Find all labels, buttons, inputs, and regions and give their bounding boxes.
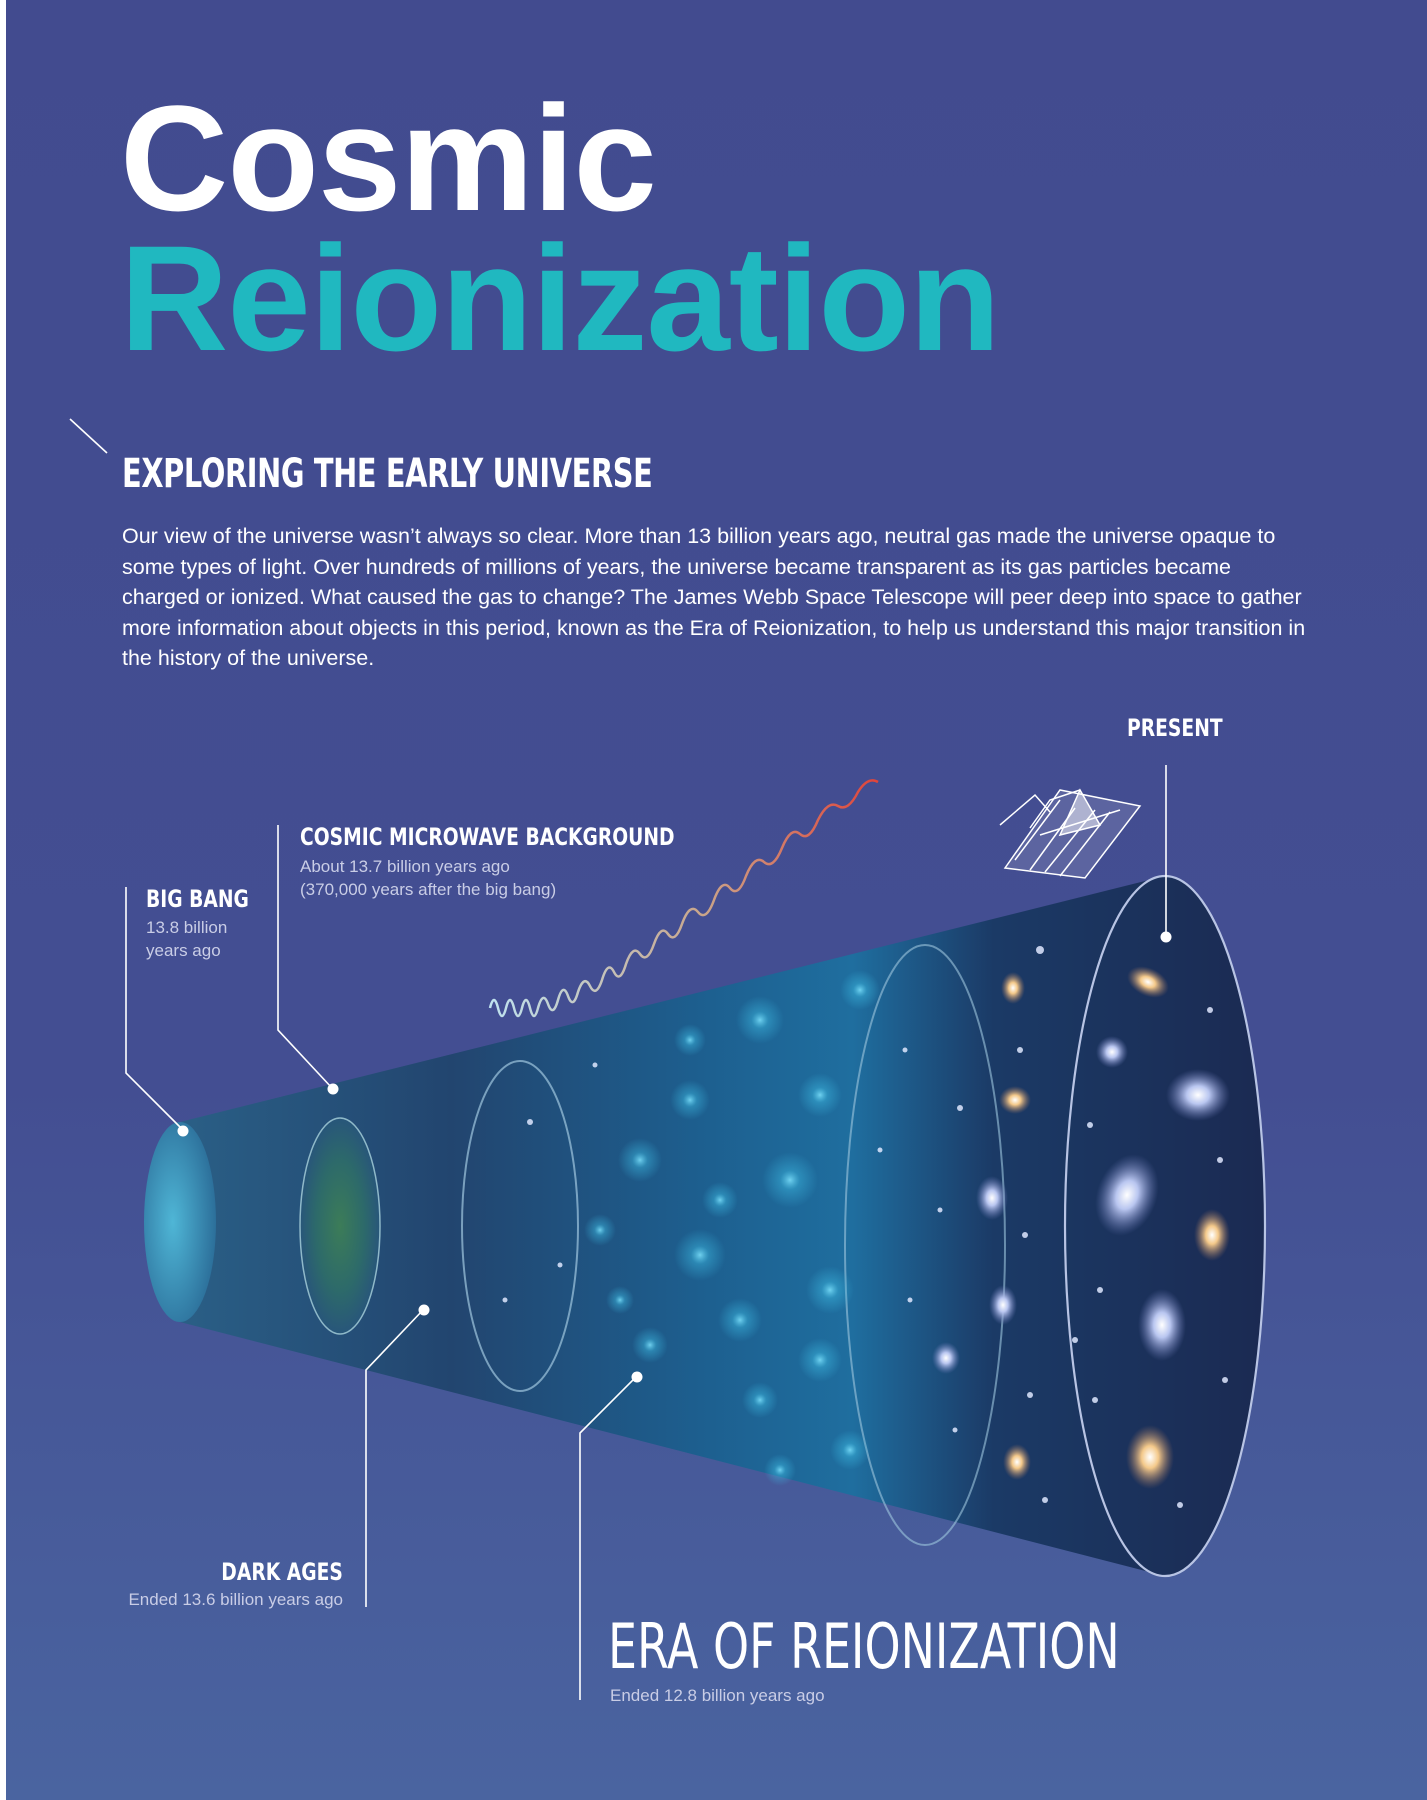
title-cosmic: Cosmic <box>120 74 657 242</box>
cmb-date: About 13.7 billion years ago <box>300 857 510 876</box>
dark-ages-label: DARK AGES <box>221 1558 343 1586</box>
reionization-ring-start <box>461 1060 579 1392</box>
ionized-bubbles <box>584 970 880 1486</box>
era-of-reionization-label: ERA OF REIONIZATION <box>608 1610 1120 1683</box>
leader-reionization <box>579 1376 637 1700</box>
light-wave-icon <box>488 779 879 1018</box>
present-ring <box>1063 874 1267 1578</box>
big-bang-date: 13.8 billion <box>146 918 228 937</box>
cmb-date-detail: (370,000 years after the big bang) <box>300 880 557 899</box>
leader-lines <box>69 418 1167 1700</box>
big-bang-blob <box>144 1122 216 1322</box>
big-bang-date-line2: years ago <box>146 941 221 960</box>
galaxies <box>932 966 1230 1489</box>
dark-ages-date: Ended 13.6 billion years ago <box>128 1590 343 1609</box>
intro-paragraph: Our view of the universe wasn’t always s… <box>122 524 1306 670</box>
era-of-reionization-date: Ended 12.8 billion years ago <box>610 1686 825 1705</box>
left-border <box>0 0 6 1800</box>
reionization-ring-end <box>844 944 1006 1546</box>
telescope-icon <box>999 788 1142 879</box>
section-heading: EXPLORING THE EARLY UNIVERSE <box>122 451 653 497</box>
stars <box>502 946 1228 1508</box>
big-bang-label: BIG BANG <box>146 885 249 913</box>
cmb-label: COSMIC MICROWAVE BACKGROUND <box>300 823 675 851</box>
corner-slash <box>69 418 108 454</box>
title-reionization: Reionization <box>120 214 1001 382</box>
leader-cmb <box>277 825 333 1089</box>
leader-dots <box>177 931 1172 1383</box>
cmb-disk <box>299 1117 381 1335</box>
leader-dark-ages <box>365 1309 424 1607</box>
leader-big-bang <box>125 887 184 1131</box>
present-label: PRESENT <box>1127 714 1223 742</box>
